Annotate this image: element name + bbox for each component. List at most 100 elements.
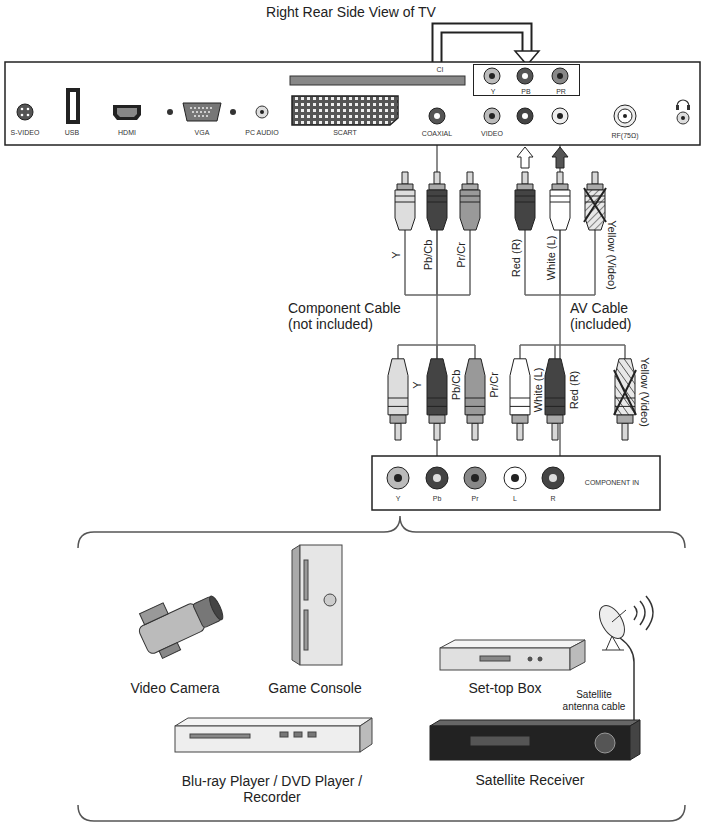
rca-plug: [460, 172, 480, 230]
port-icons: [434, 113, 440, 119]
unused-cross: [614, 370, 636, 415]
device-panel-outline: [372, 456, 660, 510]
cable-wire: [405, 230, 470, 295]
satellite-dish-icon: [634, 596, 653, 630]
cable-name: Component Cable (not included): [286, 300, 430, 332]
port-icons: [27, 108, 30, 111]
set-top-box-icon: [538, 657, 542, 661]
satellite-receiver-icon: [430, 720, 640, 760]
port-icons: [681, 116, 685, 120]
output-jack: [542, 467, 564, 489]
rca-plug: [545, 359, 565, 440]
dvd-player-icon: [280, 732, 288, 737]
port-label: VIDEO: [481, 130, 503, 138]
rca-plug: [510, 359, 530, 440]
port-label: R: [550, 495, 555, 503]
dvd-player-icon: [190, 734, 250, 738]
cable-plug-label: Pr/Cr: [488, 372, 501, 398]
cable-plug-label: Red (R): [568, 371, 581, 410]
port-icons: [17, 68, 690, 127]
port-icons: [557, 73, 563, 79]
port-icons: [292, 96, 398, 125]
cable-name: AV Cable (included): [568, 300, 662, 332]
output-jack: [464, 467, 486, 489]
rca-plug: [395, 172, 415, 230]
satellite-dish-icon: [612, 610, 626, 622]
output-jack: [426, 467, 448, 489]
cable-plug-label: Y: [411, 381, 424, 388]
output-jack: [394, 474, 402, 482]
dvd-player-icon: [294, 732, 302, 737]
set-top-box-icon: [440, 648, 570, 670]
pointer-arrow: [437, 28, 527, 62]
port-icons: [21, 114, 24, 117]
cable-plug-label: Yellow (Video): [639, 357, 652, 427]
port-icons: [117, 108, 137, 117]
port-icons: [484, 108, 500, 124]
video-camera-icon: [132, 582, 229, 663]
satellite-receiver-icon: [430, 726, 630, 760]
rca-plug: [550, 172, 570, 230]
game-console-icon: [324, 594, 336, 606]
set-top-box-icon: [480, 656, 510, 661]
rca-plug: [465, 359, 485, 440]
game-console-icon: [304, 610, 308, 650]
port-label: Y: [491, 88, 496, 96]
port-icons: [489, 113, 495, 119]
port-label: S-VIDEO: [11, 129, 40, 137]
rca-plug: [615, 359, 635, 440]
cable-plug-label: Red (R): [510, 239, 523, 278]
port-icons: [614, 105, 636, 127]
port-icons: [260, 110, 264, 114]
port-label: Y: [396, 495, 401, 503]
cable-wire: [398, 230, 625, 359]
port-icons: [557, 113, 563, 119]
output-jack: [549, 474, 557, 482]
dvd-player-icon: [308, 732, 316, 737]
rca-plug: [388, 359, 408, 440]
port-icons: [27, 114, 30, 117]
cable-wire: [520, 345, 625, 359]
rca-plug: [585, 172, 605, 230]
output-jack: [504, 467, 526, 489]
cable-plug-label: Yellow (Video): [606, 220, 619, 290]
video-camera-icon: [140, 603, 169, 625]
tv-panel-outline: [5, 62, 700, 145]
unused-cross: [584, 188, 606, 222]
cable-plug-label: Pr/Cr: [455, 242, 468, 268]
device-label: Satellite antenna cable: [560, 689, 628, 712]
port-icons: [517, 108, 533, 124]
group-bracket: [78, 516, 685, 821]
device-output-panel: YPbPrLRCOMPONENT IN: [372, 456, 660, 510]
output-jack: [387, 467, 564, 489]
port-icons: [618, 109, 632, 123]
dvd-player-icon: [360, 718, 372, 752]
set-top-box-icon: [528, 657, 532, 661]
video-camera-icon: [207, 594, 225, 621]
insert-arrow: [552, 147, 568, 168]
port-icons: [256, 106, 268, 118]
set-top-box-icon: [440, 640, 585, 670]
port-icons: [552, 68, 568, 84]
port-label: VGA: [195, 129, 210, 137]
port-label: USB: [65, 129, 79, 137]
rca-plug: [427, 359, 447, 440]
port-label: COMPONENT IN: [585, 479, 639, 487]
port-icons: [70, 92, 76, 120]
cable-plug-label: Pb/Cb: [450, 370, 463, 401]
game-console-icon: [292, 545, 342, 665]
port-icons: [230, 109, 236, 115]
output-jack: [387, 467, 409, 489]
tv-panel-outline: [5, 62, 700, 145]
dvd-player-icon: [175, 718, 372, 726]
video-camera-icon: [159, 643, 181, 659]
port-icons: [484, 68, 500, 84]
tv-rear-panel: YPBPRS-VIDEOUSBHDMIVGAPC AUDIOCISCARTCOA…: [5, 62, 700, 145]
port-icons: [623, 114, 627, 118]
port-label: Pb: [433, 495, 442, 503]
port-icons: [677, 112, 689, 124]
port-icons: [687, 105, 690, 110]
output-jack: [471, 474, 479, 482]
